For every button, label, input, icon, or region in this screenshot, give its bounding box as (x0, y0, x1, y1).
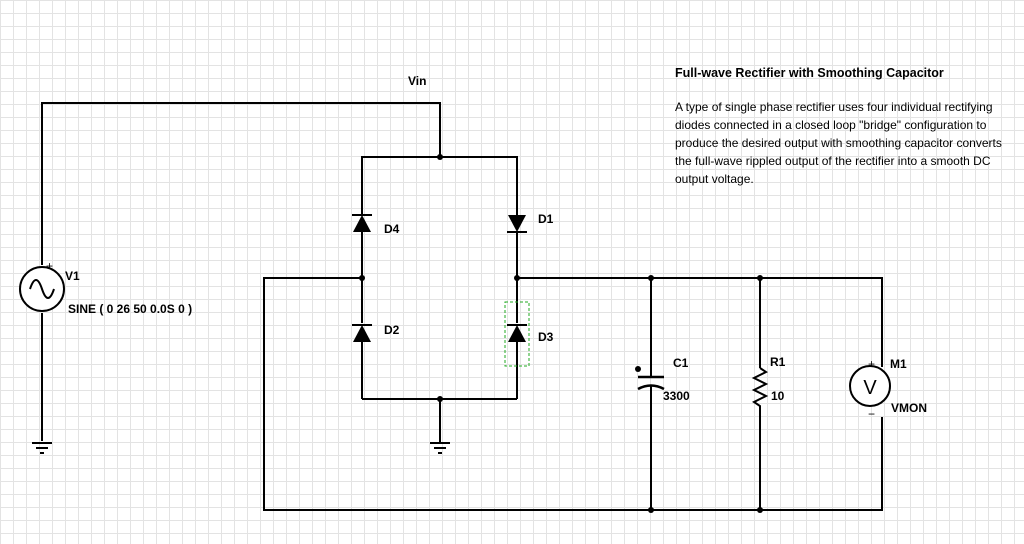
r1-ref-label: R1 (770, 355, 786, 369)
capacitor-c1[interactable] (635, 366, 665, 391)
meter-plus: + (868, 357, 875, 371)
c1-ref-label: C1 (673, 356, 689, 370)
voltmeter-symbol: V (863, 377, 877, 399)
junction-dot (757, 507, 763, 513)
junctions (359, 154, 763, 513)
junction-dot (437, 154, 443, 160)
selection-box (504, 301, 530, 367)
wire-vin (41, 102, 441, 265)
ground-icon (32, 442, 52, 454)
voltmeter-m1[interactable]: V + − (849, 357, 891, 421)
polarity-dot (635, 366, 641, 372)
diode-icon (353, 325, 371, 342)
d3-label: D3 (538, 330, 554, 344)
description-panel: Full-wave Rectifier with Smoothing Capac… (675, 66, 1020, 188)
diode-icon (508, 215, 526, 232)
meter-minus: − (868, 407, 875, 421)
junction-dot (514, 275, 520, 281)
wire-output-rail (517, 277, 883, 367)
resistor-icon (751, 367, 769, 410)
d4-label: D4 (384, 222, 400, 236)
source-ref-label: V1 (65, 269, 80, 283)
source-value-label: SINE ( 0 26 50 0.0S 0 ) (68, 302, 192, 316)
voltmeter-icon (849, 365, 891, 407)
description-body: A type of single phase rectifier uses fo… (675, 100, 1002, 186)
diode-d4[interactable] (352, 214, 372, 232)
m1-ref-label: M1 (890, 357, 907, 371)
junction-dot (359, 275, 365, 281)
r1-value-label: 10 (771, 389, 785, 403)
sine-wave-icon (29, 279, 55, 299)
diode-d3[interactable] (504, 301, 530, 367)
diode-icon (508, 325, 526, 342)
description-title: Full-wave Rectifier with Smoothing Capac… (675, 66, 944, 80)
d2-label: D2 (384, 323, 400, 337)
ground-icon (430, 442, 450, 454)
diode-d2[interactable] (352, 324, 372, 342)
m1-value-label: VMON (891, 401, 927, 415)
c1-value-label: 3300 (663, 389, 690, 403)
d1-label: D1 (538, 212, 554, 226)
wires (41, 102, 883, 511)
wire-bridge-top (361, 156, 518, 215)
junction-dot (757, 275, 763, 281)
junction-dot (648, 275, 654, 281)
junction-dot (437, 396, 443, 402)
diode-icon (353, 215, 371, 232)
capacitor-plate-curved (637, 384, 665, 391)
diode-d1[interactable] (507, 215, 527, 233)
wire-left-loop (263, 277, 883, 511)
source-polarity: + (46, 259, 53, 273)
vin-node-label: Vin (408, 74, 426, 88)
resistor-r1[interactable] (751, 367, 769, 410)
voltage-source-v1[interactable]: + (19, 259, 65, 312)
junction-dot (648, 507, 654, 513)
